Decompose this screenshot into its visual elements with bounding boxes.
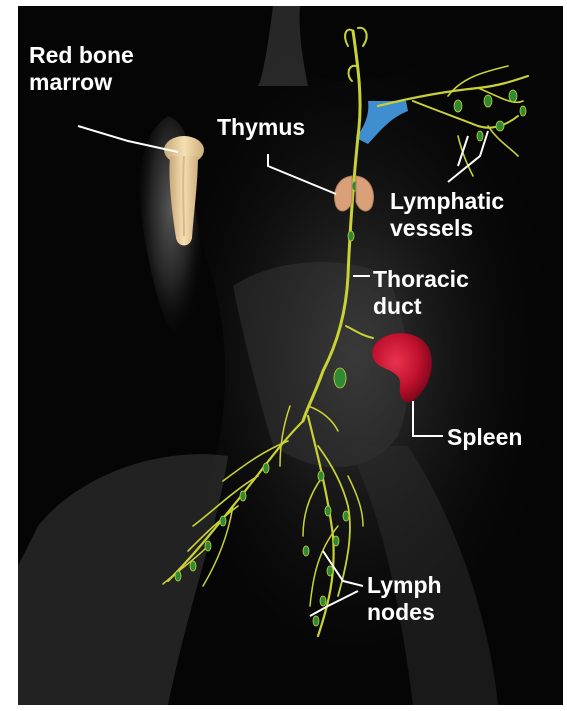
label-thymus-text: Thymus: [217, 114, 305, 141]
label-lymphatic-vessels: Lymphatic vessels: [390, 188, 504, 242]
label-lymph-nodes-line2: nodes: [367, 599, 442, 626]
label-thoracic-duct-line1: Thoracic: [373, 266, 469, 293]
label-lymphatic-vessels-line2: vessels: [390, 215, 504, 242]
label-spleen: Spleen: [447, 424, 522, 451]
body-silhouette: [18, 6, 563, 705]
label-thymus: Thymus: [217, 114, 305, 141]
label-thoracic-duct: Thoracic duct: [373, 266, 469, 320]
label-red-bone-marrow: Red bone marrow: [29, 42, 134, 96]
illustration: [18, 6, 563, 705]
label-lymph-nodes-line1: Lymph: [367, 572, 442, 599]
label-red-bone-marrow-line2: marrow: [29, 69, 134, 96]
label-red-bone-marrow-line1: Red bone: [29, 42, 134, 69]
lymphatic-system-figure: Red bone marrow Thymus Lymphatic vessels…: [18, 6, 563, 705]
label-lymphatic-vessels-line1: Lymphatic: [390, 188, 504, 215]
label-spleen-text: Spleen: [447, 424, 522, 451]
label-lymph-nodes: Lymph nodes: [367, 572, 442, 626]
label-thoracic-duct-line2: duct: [373, 293, 469, 320]
